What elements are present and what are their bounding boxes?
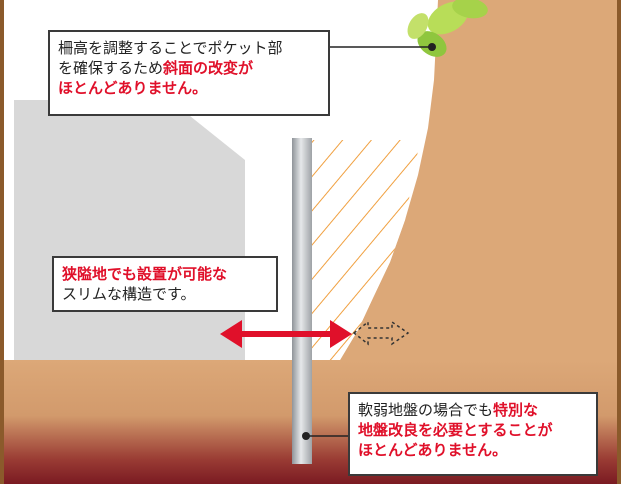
callout-bottom-line3-red: ほとんどありません。 (358, 441, 508, 459)
callout-top-line1: 柵高を調整することでポケット部 (58, 39, 283, 57)
building-silhouette (14, 100, 245, 370)
callout-bottom-line2-red: 地盤改良を必要とすることが (358, 421, 553, 439)
fence-post (292, 138, 312, 464)
pocket-area (312, 140, 420, 360)
callout-pocket-space: 柵高を調整することでポケット部 を確保するため斜面の改変が ほとんどありません。 (48, 30, 330, 116)
leader-dot-bottom (302, 432, 310, 440)
callout-bottom-line1-plain: 軟弱地盤の場合でも (358, 401, 494, 419)
callout-bottom-line1-red: 特別な (493, 401, 539, 419)
double-arrow-icon (220, 320, 352, 348)
callout-top-line2-red: 斜面の改変が (163, 59, 254, 77)
callout-left-line1-red: 狭隘地でも設置が可能な (62, 265, 228, 283)
callout-slim-structure: 狭隘地でも設置が可能な スリムな構造です。 (52, 256, 278, 312)
right-frame-edge (617, 0, 621, 484)
callout-top-line2-plain: を確保するため (58, 59, 164, 77)
left-frame-edge (0, 0, 4, 484)
callout-top-line3-red: ほとんどありません。 (58, 79, 208, 97)
leader-dot-top (428, 43, 436, 51)
callout-soft-ground: 軟弱地盤の場合でも特別な 地盤改良を必要とすることが ほとんどありません。 (348, 392, 598, 476)
callout-left-line2: スリムな構造です。 (62, 285, 196, 303)
dashed-double-arrow-icon (352, 320, 410, 346)
